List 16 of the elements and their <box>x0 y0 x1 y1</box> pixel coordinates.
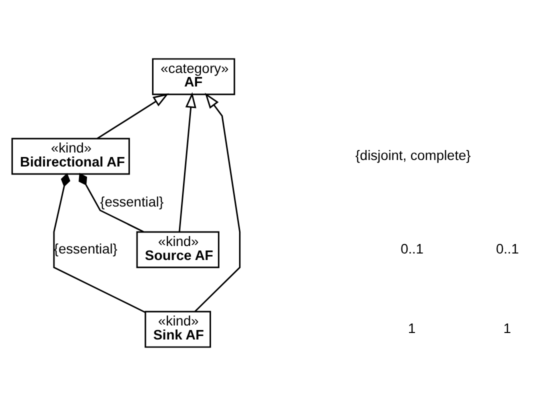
arrow <box>96 93 169 140</box>
edge-label: {essential} <box>100 194 164 210</box>
connector <box>53 172 146 314</box>
arrow <box>178 92 196 232</box>
edge-label: {essential} <box>54 241 118 256</box>
node-box: «kind» Bidirectional AF <box>11 138 130 175</box>
label: {disjoint, complete} <box>355 148 471 163</box>
label: 0..1 <box>400 241 424 256</box>
arrow <box>194 92 241 312</box>
node-box: «kind» Sink AF <box>144 310 212 348</box>
label: 1 <box>408 321 416 336</box>
label: 0..1 <box>496 241 519 256</box>
node-box: «category» AF <box>152 58 236 96</box>
node-box: «kind» Source AF <box>136 231 220 268</box>
label: 1 <box>503 321 512 336</box>
connector <box>78 172 144 232</box>
